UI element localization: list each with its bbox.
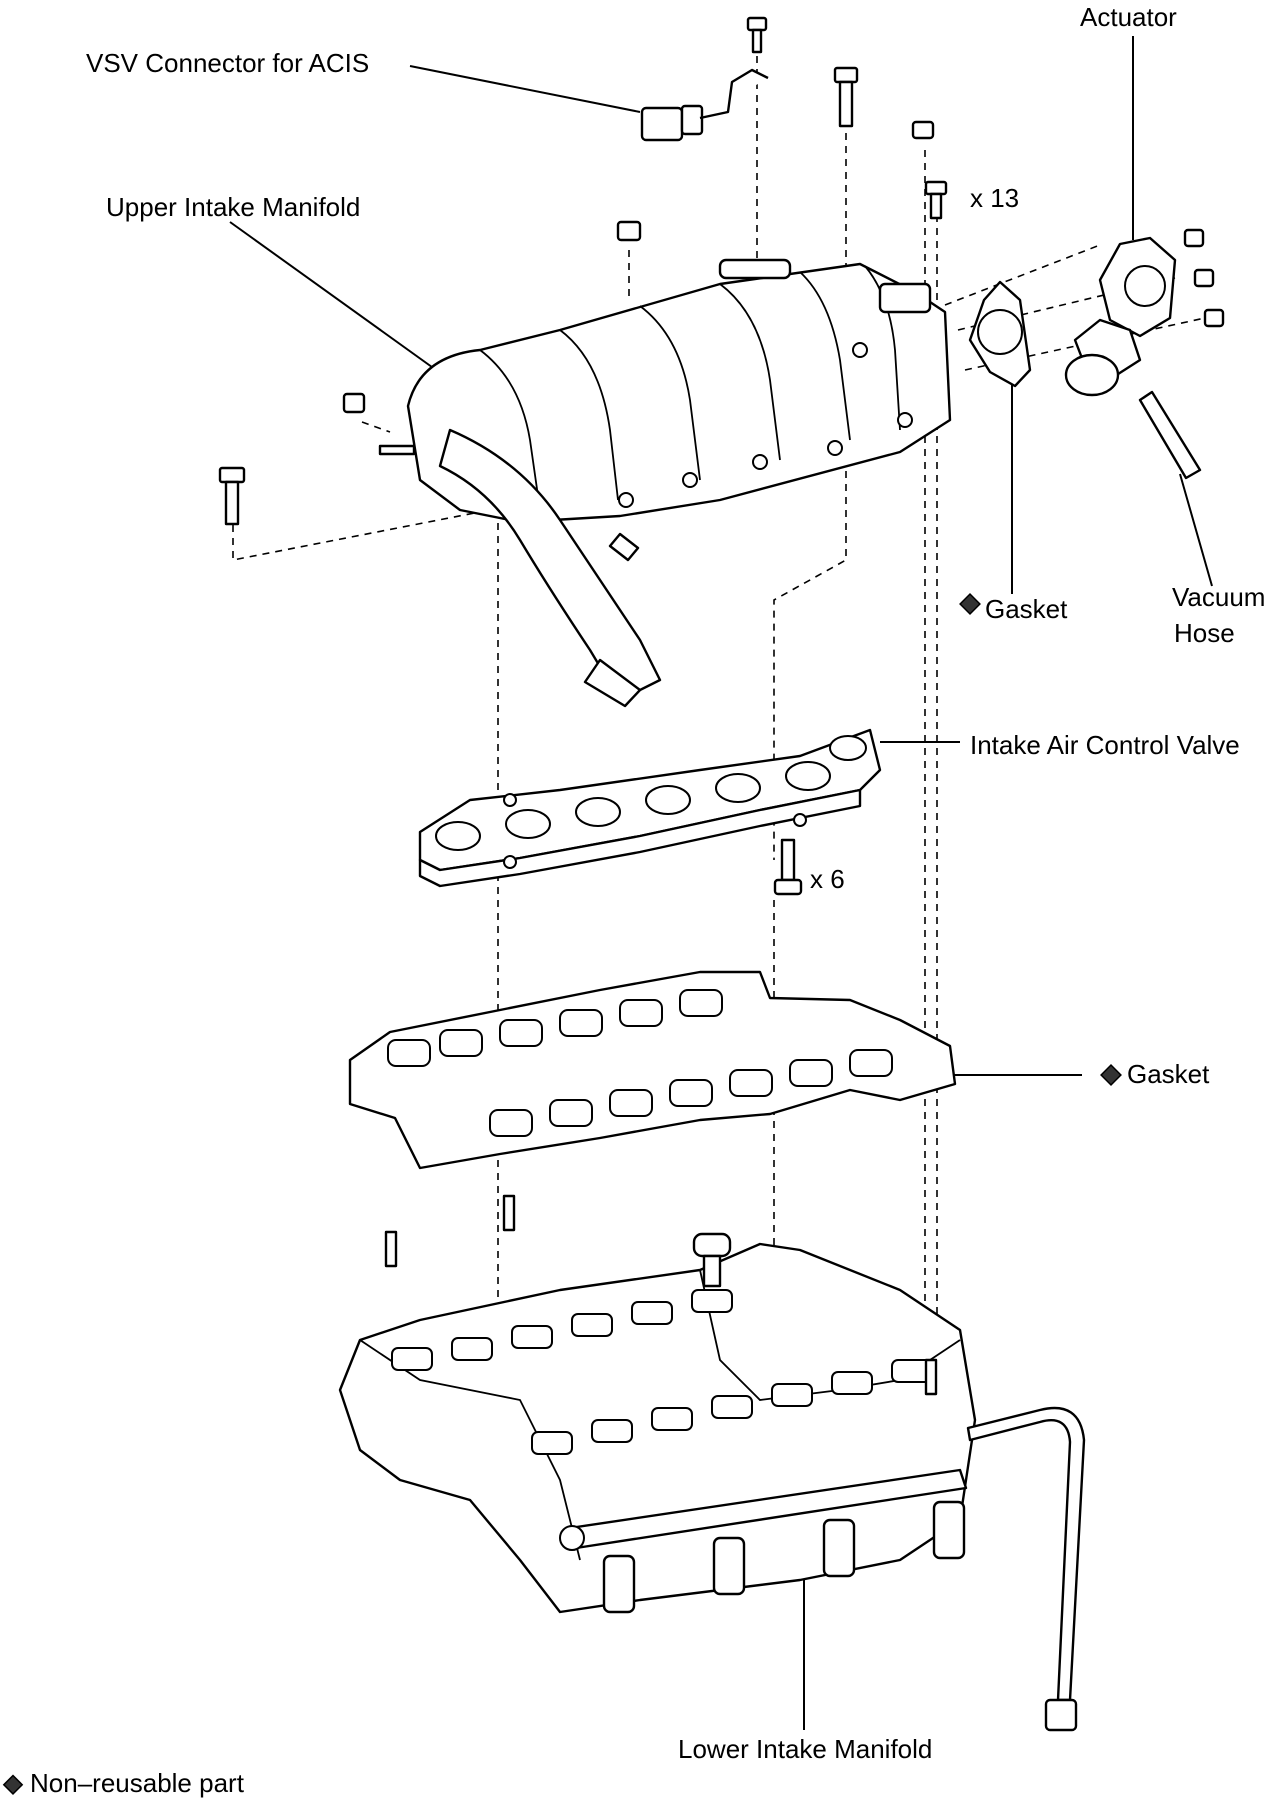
leader-vacuum-hose [1179,473,1213,587]
bolt-1 [746,16,768,54]
upper-intake-manifold [406,258,952,708]
gasket-ports-row2 [489,1049,893,1137]
intake-air-control-valve [418,728,882,888]
leader-lines [229,36,1213,1730]
lower-intake-manifold [338,1194,1086,1732]
label-lower-intake-manifold: Lower Intake Manifold [678,1734,933,1764]
leader-upper-manifold [229,221,451,381]
nut-3 [342,392,366,414]
label-vacuum-hose-2: Hose [1174,618,1235,648]
bolt-x6 [773,838,803,896]
label-bolt-qty-13: x 13 [970,183,1020,213]
label-gasket-upper: Gasket [985,594,1068,624]
bolts-top [218,16,948,526]
black-diamond-icon [959,593,981,615]
nut-2 [616,220,642,242]
legend-non-reusable: Non–reusable part [30,1768,244,1798]
black-diamond-icon [2,1774,24,1795]
label-vsv-connector: VSV Connector for ACIS [86,48,370,78]
label-upper-intake-manifold: Upper Intake Manifold [106,192,361,222]
nut-1 [911,120,935,140]
bolt-left [218,466,246,526]
vsv-connector [640,68,769,142]
lower-ports-top [391,1289,933,1455]
leader-vsv-connector [409,65,641,113]
black-diamond-icon [1100,1064,1122,1086]
actuator [1064,228,1225,480]
throttle-gasket [968,280,1032,388]
label-actuator: Actuator [1080,2,1177,32]
injectors [602,1500,966,1614]
bolt-x13 [924,180,948,220]
gasket-ports-row1 [387,989,723,1067]
lower-gasket [348,970,957,1170]
label-intake-air-control-valve: Intake Air Control Valve [970,730,1240,760]
label-gasket-lower: Gasket [1127,1059,1210,1089]
label-vacuum-hose-1: Vacuum [1172,582,1266,612]
non-reusable-markers [2,593,1122,1795]
bolt-2 [833,66,859,128]
label-bolt-qty-6: x 6 [810,864,845,894]
